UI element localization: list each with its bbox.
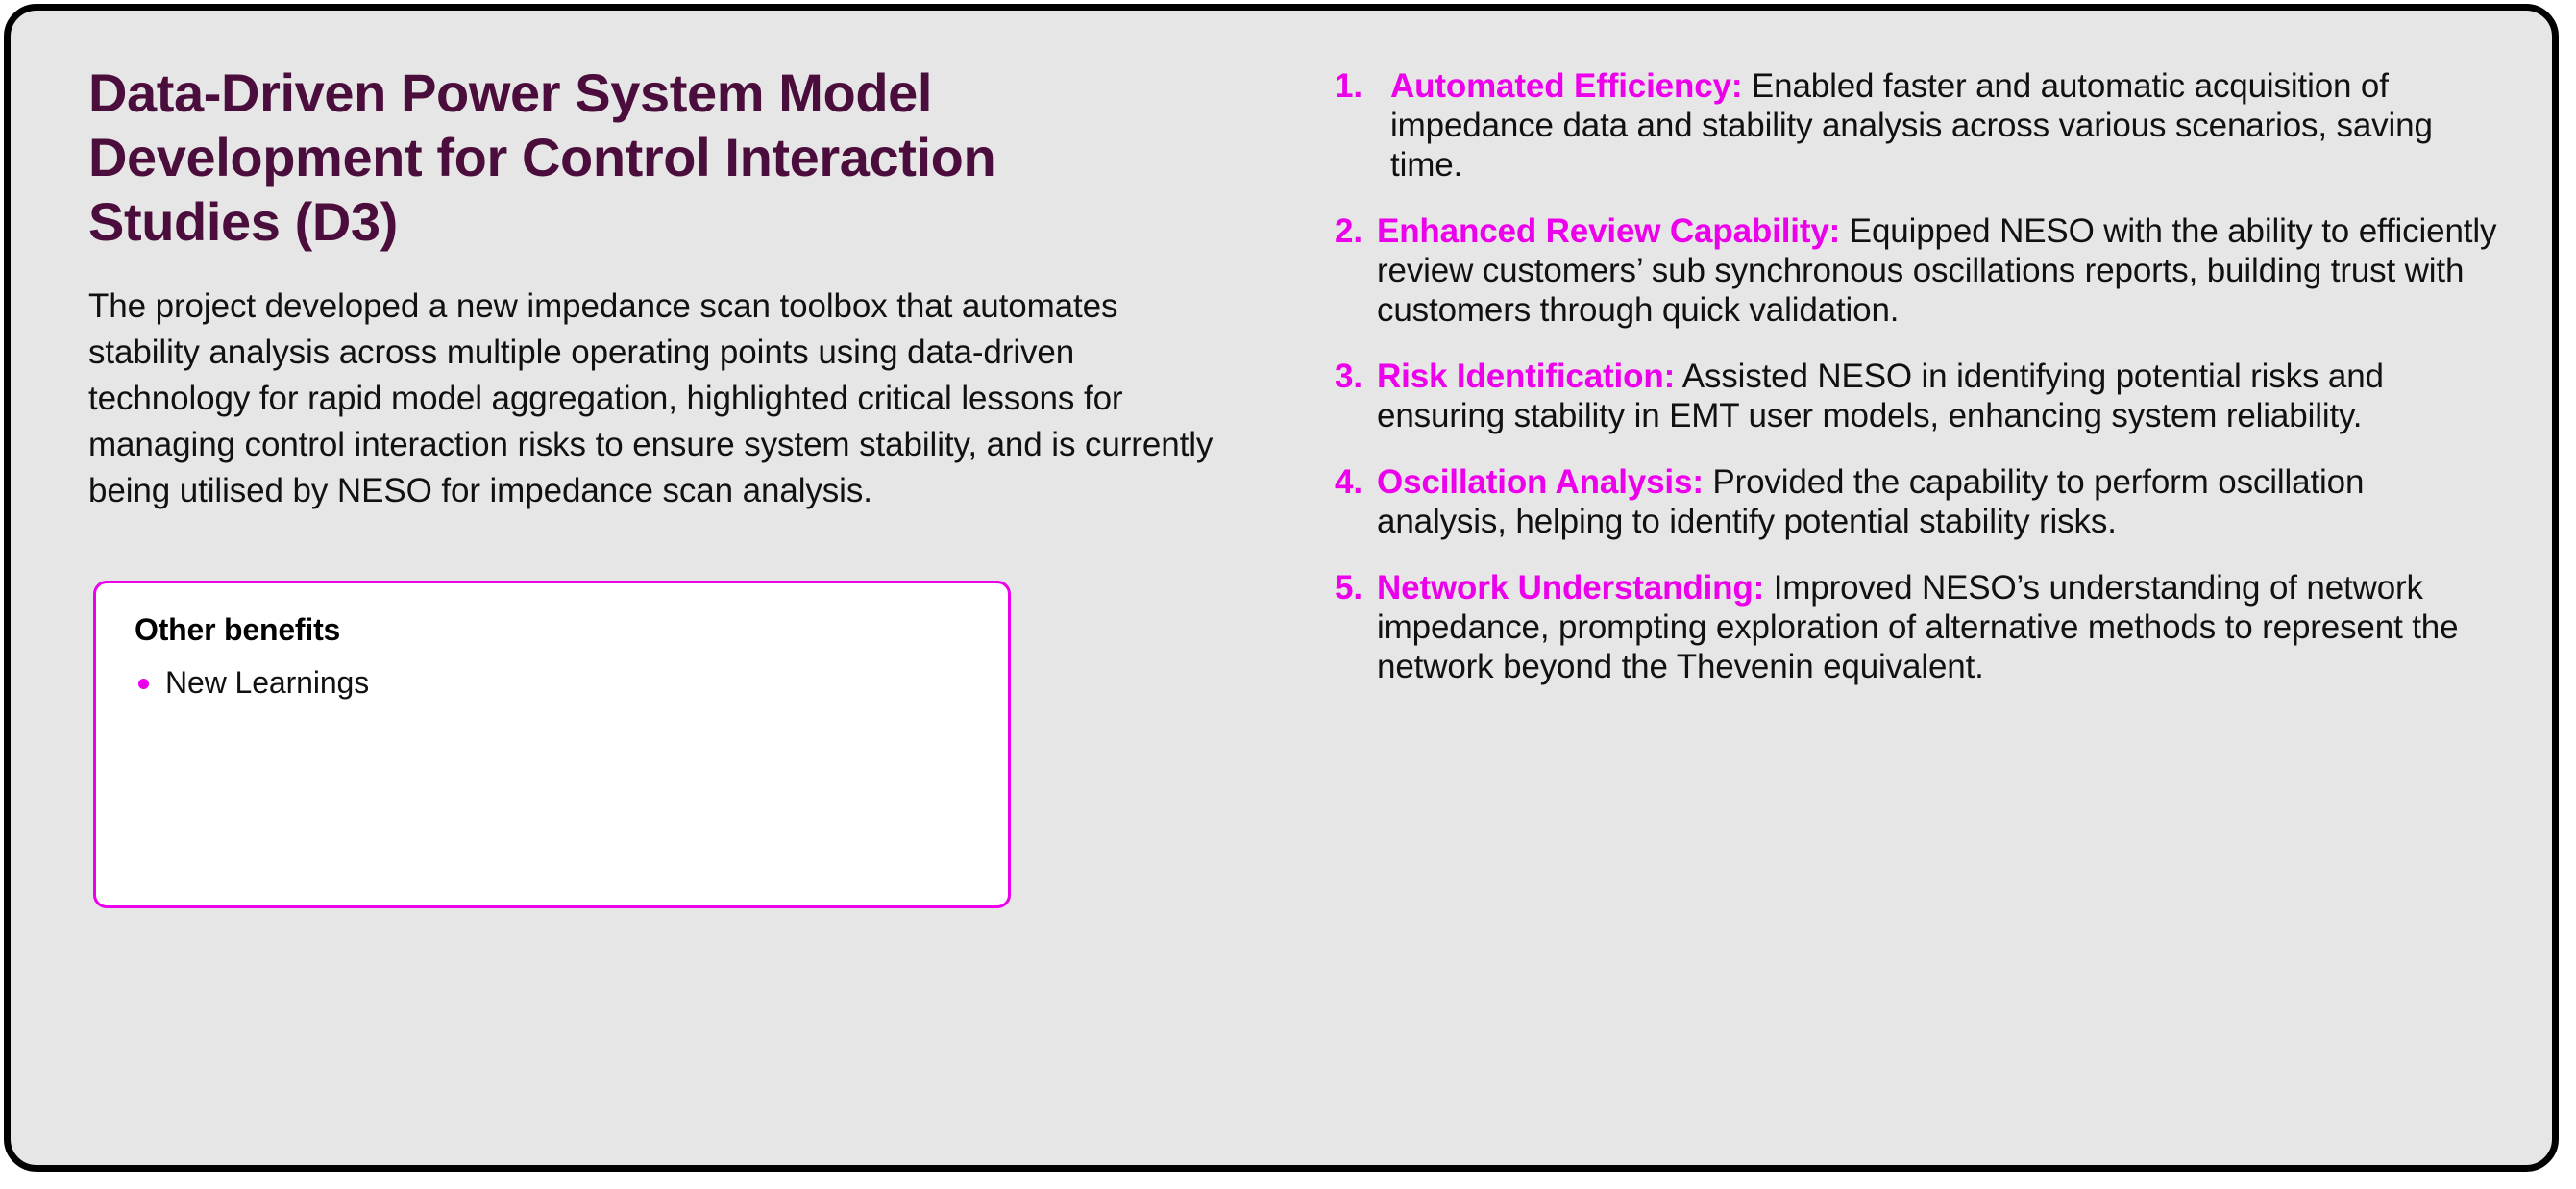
list-item: 1. Automated Efficiency: Enabled faster a… (1335, 66, 2502, 185)
benefit-label: New Learnings (165, 665, 370, 700)
page-title: Data-Driven Power System Model Developme… (88, 62, 996, 252)
right-column: 1. Automated Efficiency: Enabled faster a… (1335, 66, 2502, 686)
left-column: Data-Driven Power System Model Developme… (88, 61, 1251, 514)
item-description: Improved NESO’s understanding of network… (1377, 569, 2459, 685)
other-benefits-box: Other benefits New Learnings (93, 581, 1011, 908)
list-item: 3. Risk Identification: Assisted NESO in … (1335, 357, 2502, 435)
project-summary: The project developed a new impedance sc… (88, 287, 1214, 509)
slide-body: Data-Driven Power System Model Developme… (11, 11, 2552, 1165)
item-description: Provided the capability to perform oscil… (1377, 463, 2365, 540)
item-description: Assisted NESO in identifying potential r… (1377, 358, 2384, 434)
item-number: 1. (1335, 67, 1362, 105)
item-label: Enhanced Review Capability: (1377, 212, 1841, 250)
other-benefits-list: New Learnings (135, 649, 973, 703)
list-item: 5. Network Understanding: Improved NESO’s… (1335, 568, 2502, 686)
item-label: Risk Identification: (1377, 358, 1676, 395)
item-number: 2. (1335, 212, 1362, 250)
bullet-dot-icon (138, 679, 149, 689)
item-number: 4. (1335, 463, 1362, 501)
item-number: 3. (1335, 358, 1362, 395)
outcomes-list: 1. Automated Efficiency: Enabled faster a… (1335, 66, 2502, 686)
item-number: 5. (1335, 569, 1362, 607)
item-label: Network Understanding: (1377, 569, 1765, 607)
slide-card: Data-Driven Power System Model Developme… (4, 4, 2559, 1172)
item-description: Enabled faster and automatic acquisition… (1390, 67, 2433, 184)
list-item: 2. Enhanced Review Capability: Equipped N… (1335, 211, 2502, 330)
item-label: Oscillation Analysis: (1377, 463, 1704, 501)
list-item: 4. Oscillation Analysis: Provided the cap… (1335, 462, 2502, 541)
item-description: Equipped NESO with the ability to effici… (1377, 212, 2497, 329)
item-label: Automated Efficiency: (1390, 67, 1743, 105)
other-benefits-heading: Other benefits (135, 612, 341, 647)
list-item: New Learnings (135, 662, 973, 703)
